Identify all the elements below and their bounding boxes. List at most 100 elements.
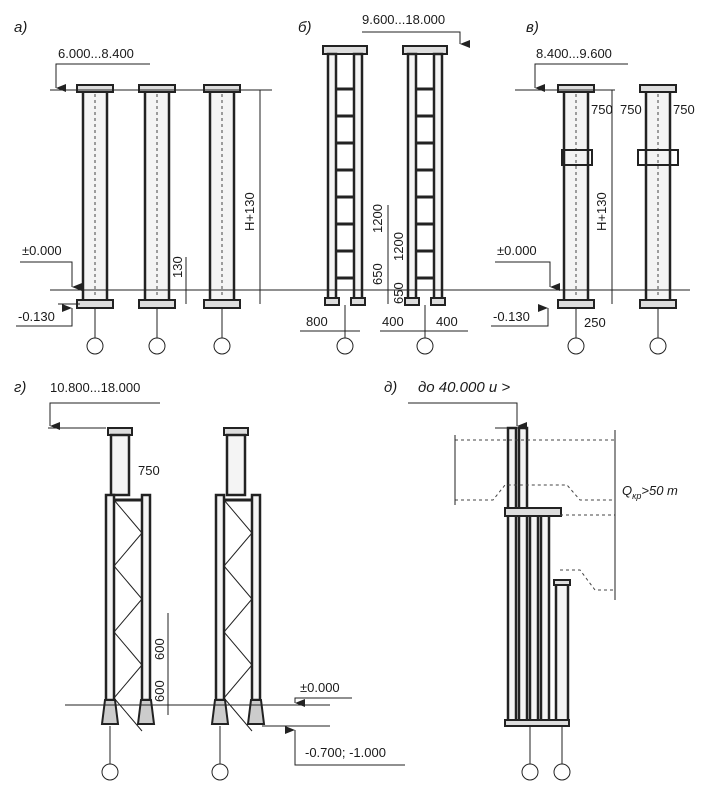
base-level-mark: -0.130 [18,309,55,324]
zero-level-mark: ±0.000 [300,680,340,695]
column-head-plate [322,45,368,55]
axis-marker-icon [649,337,667,355]
column-base-plate [430,297,446,306]
axis-marker-icon [567,337,585,355]
offset-dim: 250 [584,315,606,330]
base-level-mark: -0.130 [493,309,530,324]
column-foot [246,699,266,725]
axis-marker-icon [521,763,539,781]
crane-bracket [637,149,679,166]
column-base-plate [203,299,241,309]
base-level-mark: -0.700; -1.000 [305,745,386,760]
column-head-plate [203,84,241,93]
axis-marker-icon [416,337,434,355]
panel-b-label: б) [298,19,311,36]
level-arrow-icon [55,63,150,92]
column-branch [214,493,226,702]
axis-marker-icon [553,763,571,781]
column-foot [100,699,120,725]
level-arrow-icon [495,261,560,291]
spacing-dim: 600 [152,680,167,702]
column-branch [406,52,418,302]
column-branch [140,493,152,702]
panel-b: б) 9.600...18.000 1200 1200 650 650 800 … [298,12,470,332]
column-base-plate [350,297,366,306]
width-dim: 400 [382,314,404,329]
column-head-plate [504,507,562,517]
axis-marker-icon [213,337,231,355]
column-foot [136,699,156,725]
bracket-dim: 750 [591,102,613,117]
height-dim: H+130 [242,192,257,231]
level-arrow-icon [491,304,549,327]
panel-g: г) 10.800...18.000 750 600 600 ±0.000 -0… [14,379,405,766]
column-base-plate [76,299,114,309]
panel-a: а) 6.000...8.400 ±0.000 -0.130 H+130 130 [14,19,272,327]
column-head-plate [76,84,114,93]
level-arrow-icon [408,402,527,430]
column-branch [506,426,518,727]
level-arrow-icon [16,304,73,327]
column-head-plate [553,579,571,586]
panel-d-label: д) [384,379,397,396]
panel-g-label: г) [14,379,26,396]
auxiliary-column [554,581,570,727]
column-base-plate [504,719,570,727]
crane-outline [455,439,615,591]
panel-v: в) 8.400...9.600 ±0.000 -0.130 H+130 750… [491,19,695,330]
zero-level-mark: ±0.000 [497,243,537,258]
gap-dim: 130 [170,256,185,278]
top-level-mark: 8.400...9.600 [536,46,612,61]
column-branch [352,52,364,302]
columns [76,45,677,781]
level-arrow-icon [285,726,405,766]
axis-marker-icon [148,337,166,355]
panel-d: д) до 40.000 и > Qкр>50 т [384,379,678,600]
upper-column-part [225,433,247,497]
level-arrow-icon [20,261,82,291]
column-branch [432,52,444,302]
column-lacing [223,499,253,732]
column-branch [539,508,551,727]
column-base-plate [138,299,176,309]
level-arrow-icon [362,31,470,48]
spacing-dim: 650 [370,263,385,285]
spacing-dim: 600 [152,638,167,660]
spacing-dim: 1200 [370,204,385,233]
level-arrow-icon [294,697,352,707]
column-head-plate [557,84,595,93]
column-base-plate [324,297,340,306]
top-level-mark: 10.800...18.000 [50,380,140,395]
width-dim: 800 [306,314,328,329]
column-branch [528,508,540,727]
top-level-mark: 9.600...18.000 [362,12,445,27]
column-head-plate [138,84,176,93]
top-level-mark: до 40.000 и > [418,379,510,396]
zero-level-mark: ±0.000 [22,243,62,258]
column-base-plate [557,299,595,309]
column-branch [517,426,529,727]
level-arrow-icon [534,63,628,92]
column-branch [326,52,338,302]
column-branch [104,493,116,702]
spacing-dim: 1200 [391,232,406,261]
column-base-plate [404,297,420,306]
column-head-plate [402,45,448,55]
width-dim: 400 [436,314,458,329]
panel-a-label: а) [14,19,27,36]
crane-bracket [561,149,593,166]
width-dim: 750 [138,463,160,478]
height-dim: H+130 [594,192,609,231]
bracket-dim: 750 [673,102,695,117]
axis-marker-icon [86,337,104,355]
axis-marker-icon [336,337,354,355]
axis-marker-icon [101,763,119,781]
panel-v-label: в) [526,19,539,36]
top-level-mark: 6.000...8.400 [58,46,134,61]
bracket-dim: 750 [620,102,642,117]
spacing-dim: 650 [391,282,406,304]
axis-marker-icon [211,763,229,781]
column-head-plate [639,84,677,93]
